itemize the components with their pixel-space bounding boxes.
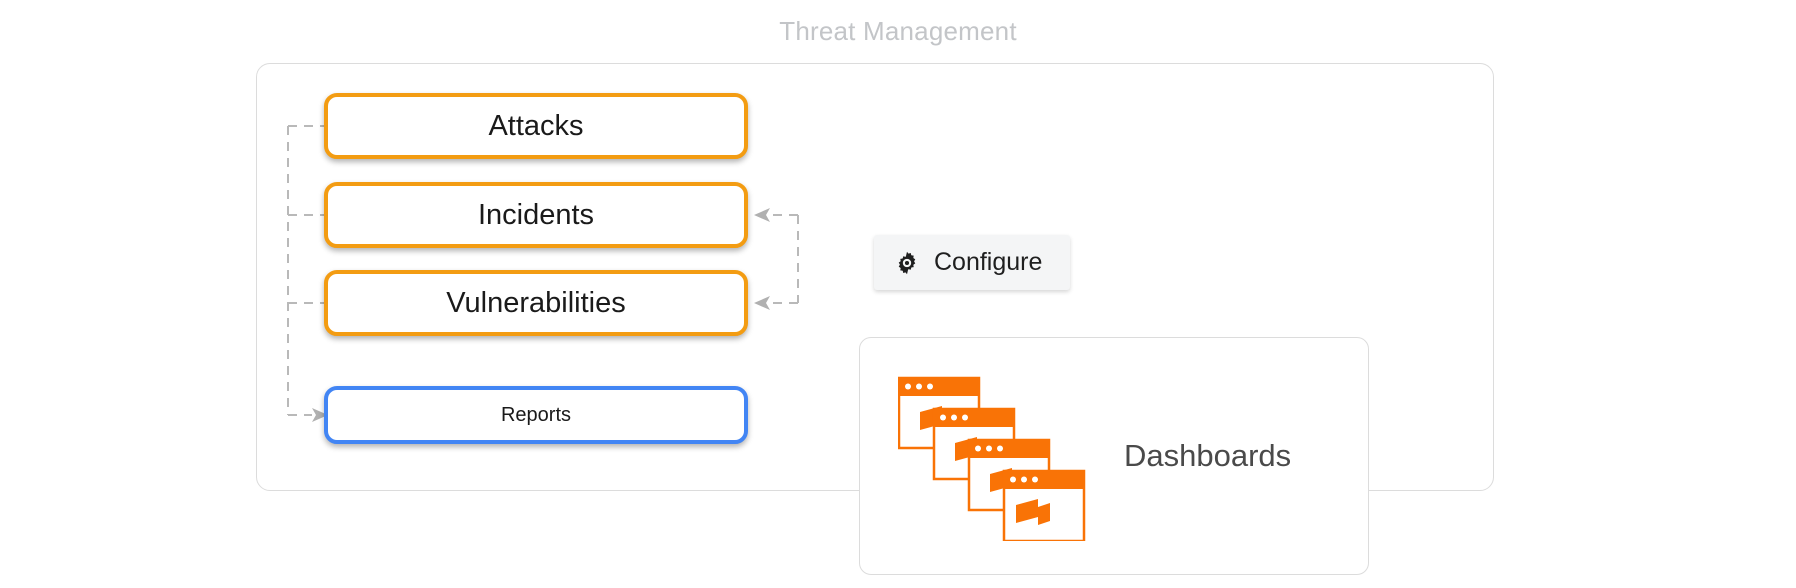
page-title: Threat Management — [779, 16, 1017, 46]
node-reports-label: Reports — [500, 403, 572, 426]
cascading-windows-icon — [897, 366, 1088, 546]
node-vulnerabilities-label: Vulnerabilities — [446, 286, 626, 319]
node-attacks-label: Attacks — [488, 109, 584, 142]
node-vulnerabilities[interactable]: Vulnerabilities — [324, 270, 748, 336]
node-attacks[interactable]: Attacks — [324, 93, 748, 159]
dashboards-label: Dashboards — [1124, 438, 1292, 473]
configure-button[interactable]: Configure — [874, 235, 1070, 290]
node-incidents-label: Incidents — [477, 198, 595, 231]
gear-icon — [894, 250, 920, 276]
configure-button-label: Configure — [934, 248, 1043, 276]
node-reports[interactable]: Reports — [324, 386, 748, 444]
node-incidents[interactable]: Incidents — [324, 182, 748, 248]
dashboards-panel[interactable]: Dashboards — [859, 337, 1369, 575]
